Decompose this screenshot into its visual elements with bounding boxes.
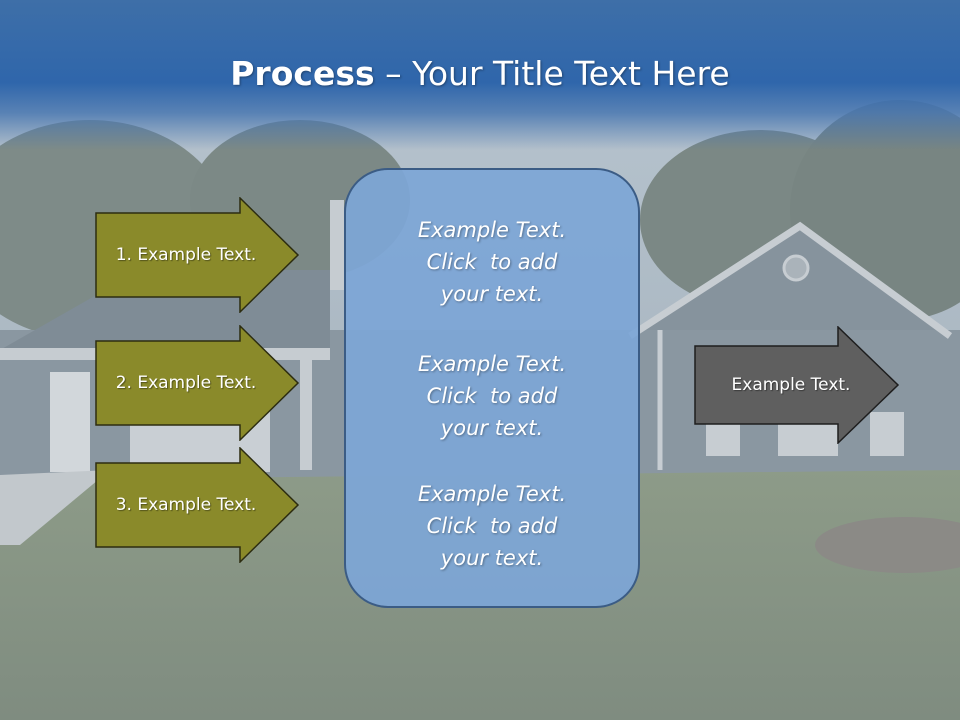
- input-arrow-2[interactable]: 2. Example Text.: [95, 325, 300, 441]
- output-arrow-label: Example Text.: [731, 375, 851, 395]
- text-line: your text.: [440, 416, 544, 440]
- input-arrow-label: 2. Example Text.: [115, 373, 257, 393]
- text-block-2[interactable]: Example Text. Click to add your text.: [346, 348, 638, 444]
- process-center-box[interactable]: Example Text. Click to add your text. Ex…: [344, 168, 640, 608]
- text-line: your text.: [440, 546, 544, 570]
- text-line: your text.: [440, 282, 544, 306]
- text-line: Example Text.: [417, 218, 567, 242]
- input-arrow-label: 1. Example Text.: [115, 245, 257, 265]
- text-line: Example Text.: [417, 482, 567, 506]
- text-line: Click to add: [426, 514, 558, 538]
- text-line: Example Text.: [417, 352, 567, 376]
- slide-title[interactable]: Process – Your Title Text Here: [0, 52, 960, 96]
- text-line: Click to add: [426, 250, 558, 274]
- input-arrow-1[interactable]: 1. Example Text.: [95, 197, 300, 313]
- title-regular-part: – Your Title Text Here: [374, 54, 730, 93]
- text-block-3[interactable]: Example Text. Click to add your text.: [346, 478, 638, 574]
- output-arrow[interactable]: Example Text.: [694, 326, 900, 444]
- text-block-1[interactable]: Example Text. Click to add your text.: [346, 214, 638, 310]
- title-bold-part: Process: [230, 54, 375, 93]
- input-arrow-3[interactable]: 3. Example Text.: [95, 447, 300, 563]
- input-arrow-label: 3. Example Text.: [115, 495, 257, 515]
- text-line: Click to add: [426, 384, 558, 408]
- title-bar: [0, 0, 960, 150]
